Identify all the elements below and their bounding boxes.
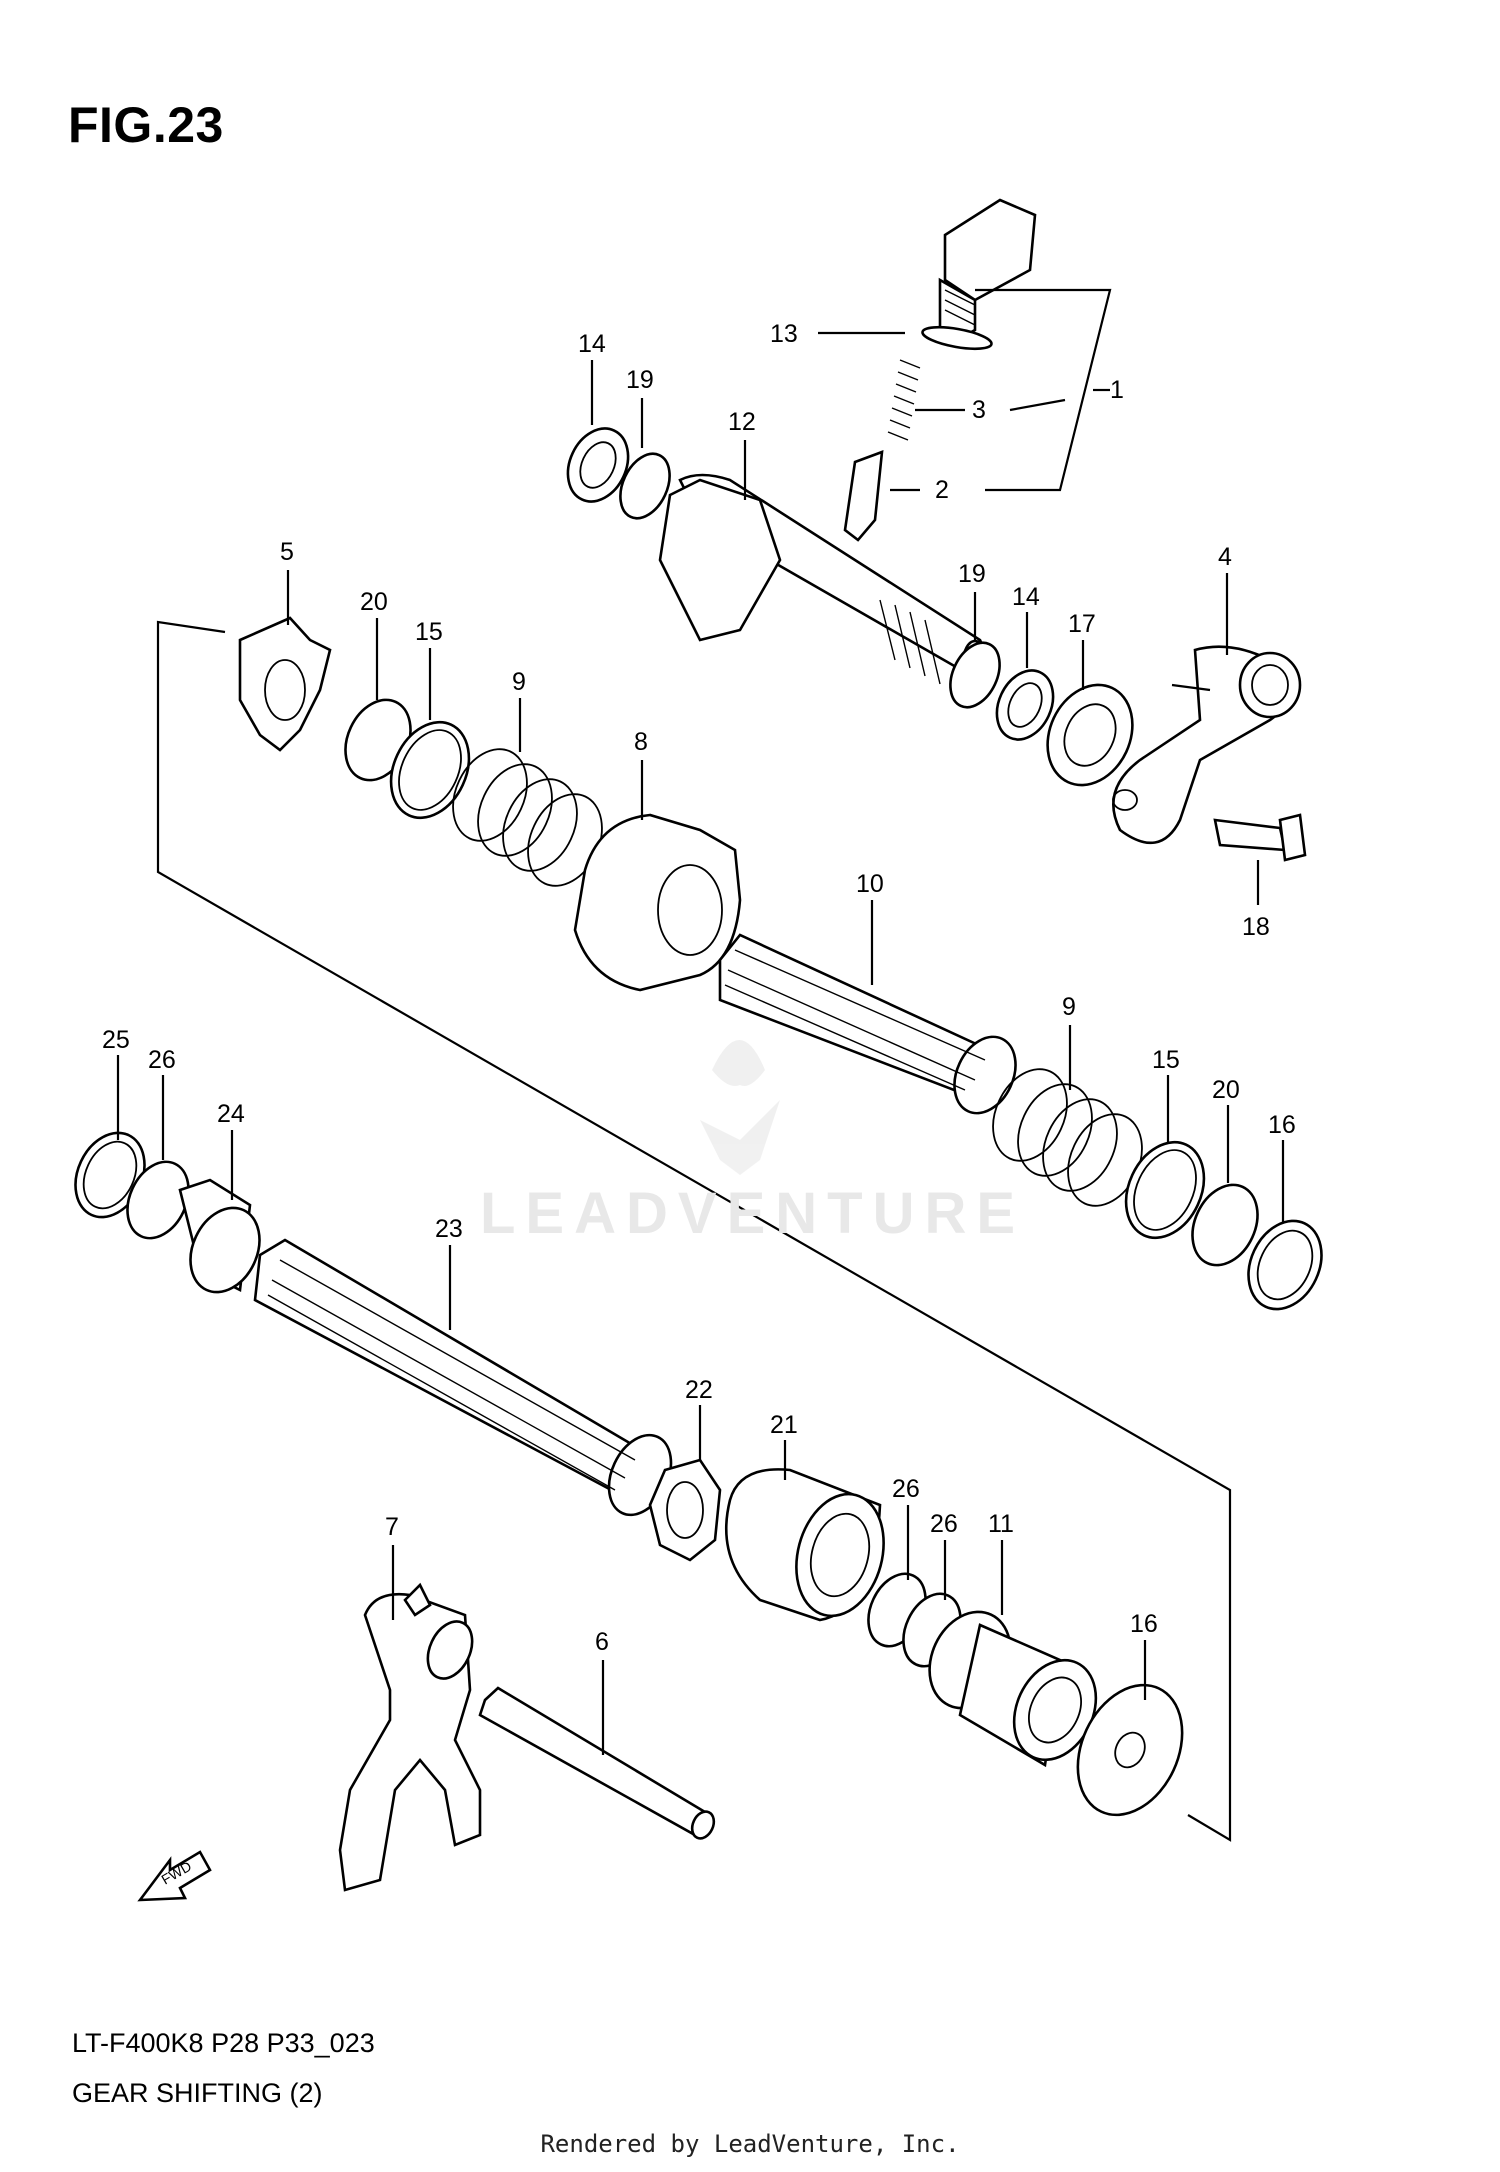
callout-26-a: 26 (892, 1475, 920, 1503)
callout-19-right: 19 (958, 560, 986, 588)
callout-1: 1 (1110, 376, 1124, 404)
circlip-26-left (126, 1160, 190, 1240)
bearing-24 (178, 1178, 261, 1294)
callout-19-top: 19 (626, 366, 654, 394)
callout-9-upper: 9 (512, 668, 526, 696)
model-code: LT-F400K8 P28 P33_023 (72, 2028, 375, 2058)
fwd-arrow-icon: FWD (137, 1850, 212, 1902)
callout-15-upper: 15 (415, 618, 443, 646)
washer-15-lower (1124, 1140, 1206, 1240)
circlip-19-top (619, 452, 671, 520)
washer-15-upper (389, 720, 471, 820)
bearing-11 (928, 1610, 1098, 1768)
callout-16-right: 16 (1268, 1111, 1296, 1139)
callout-4: 4 (1218, 543, 1232, 571)
bearing-17 (1046, 683, 1134, 787)
render-credit: Rendered by LeadVenture, Inc. (540, 2130, 960, 2158)
part-shift-arm (1112, 645, 1302, 845)
part-shaft-23 (253, 1238, 673, 1517)
callout-14-right: 14 (1012, 583, 1040, 611)
callout-10: 10 (856, 870, 884, 898)
part-bolt-assembly (843, 198, 1037, 542)
part-pin-6 (478, 1686, 716, 1840)
callout-20-lower: 20 (1212, 1076, 1240, 1104)
part-cam-8 (573, 813, 742, 992)
section-title: GEAR SHIFTING (2) (72, 2078, 323, 2108)
part-gear-plate-5 (238, 616, 332, 752)
callout-8: 8 (634, 728, 648, 756)
callout-25: 25 (102, 1026, 130, 1054)
part-shift-fork-7 (338, 1582, 482, 1892)
watermark-text: LEADVENTURE (480, 1181, 1026, 1246)
callout-2: 2 (935, 476, 949, 504)
callout-6: 6 (595, 1628, 609, 1656)
callout-21: 21 (770, 1411, 798, 1439)
callout-23: 23 (435, 1215, 463, 1243)
circlip-19-right (949, 641, 1001, 709)
callout-16-bottom: 16 (1130, 1610, 1158, 1638)
callout-12: 12 (728, 408, 756, 436)
assembly-outline (156, 620, 1232, 1842)
callout-20-upper: 20 (360, 588, 388, 616)
part-shift-shaft (658, 473, 989, 687)
callout-5: 5 (280, 538, 294, 566)
callout-7: 7 (385, 1513, 399, 1541)
leader-lines (116, 288, 1285, 1755)
circlip-20-lower (1191, 1183, 1259, 1267)
washer-16-bottom (1076, 1683, 1184, 1817)
callout-26-b: 26 (930, 1510, 958, 1538)
callout-14-top: 14 (578, 330, 606, 358)
callout-17: 17 (1068, 610, 1096, 638)
callout-18: 18 (1242, 913, 1270, 941)
callout-11: 11 (988, 1510, 1014, 1538)
part-plate-22 (648, 1458, 722, 1562)
callout-26-left: 26 (148, 1046, 176, 1074)
callout-24: 24 (217, 1100, 245, 1128)
callout-15-lower: 15 (1152, 1046, 1180, 1074)
leadventure-logo-icon (700, 1040, 780, 1175)
callout-9-lower: 9 (1062, 993, 1076, 1021)
figure-title: FIG.23 (68, 97, 224, 153)
callout-22: 22 (685, 1376, 713, 1404)
part-shaft-10 (718, 933, 1017, 1115)
part-drum-21 (724, 1468, 885, 1622)
callout-3: 3 (972, 396, 986, 424)
callout-labels: 1 2 3 4 5 6 7 8 9 9 10 11 12 13 14 14 15… (102, 320, 1296, 1656)
washer-16-right (1247, 1219, 1323, 1311)
callout-13: 13 (770, 320, 798, 348)
part-bolt-18 (1213, 813, 1307, 862)
